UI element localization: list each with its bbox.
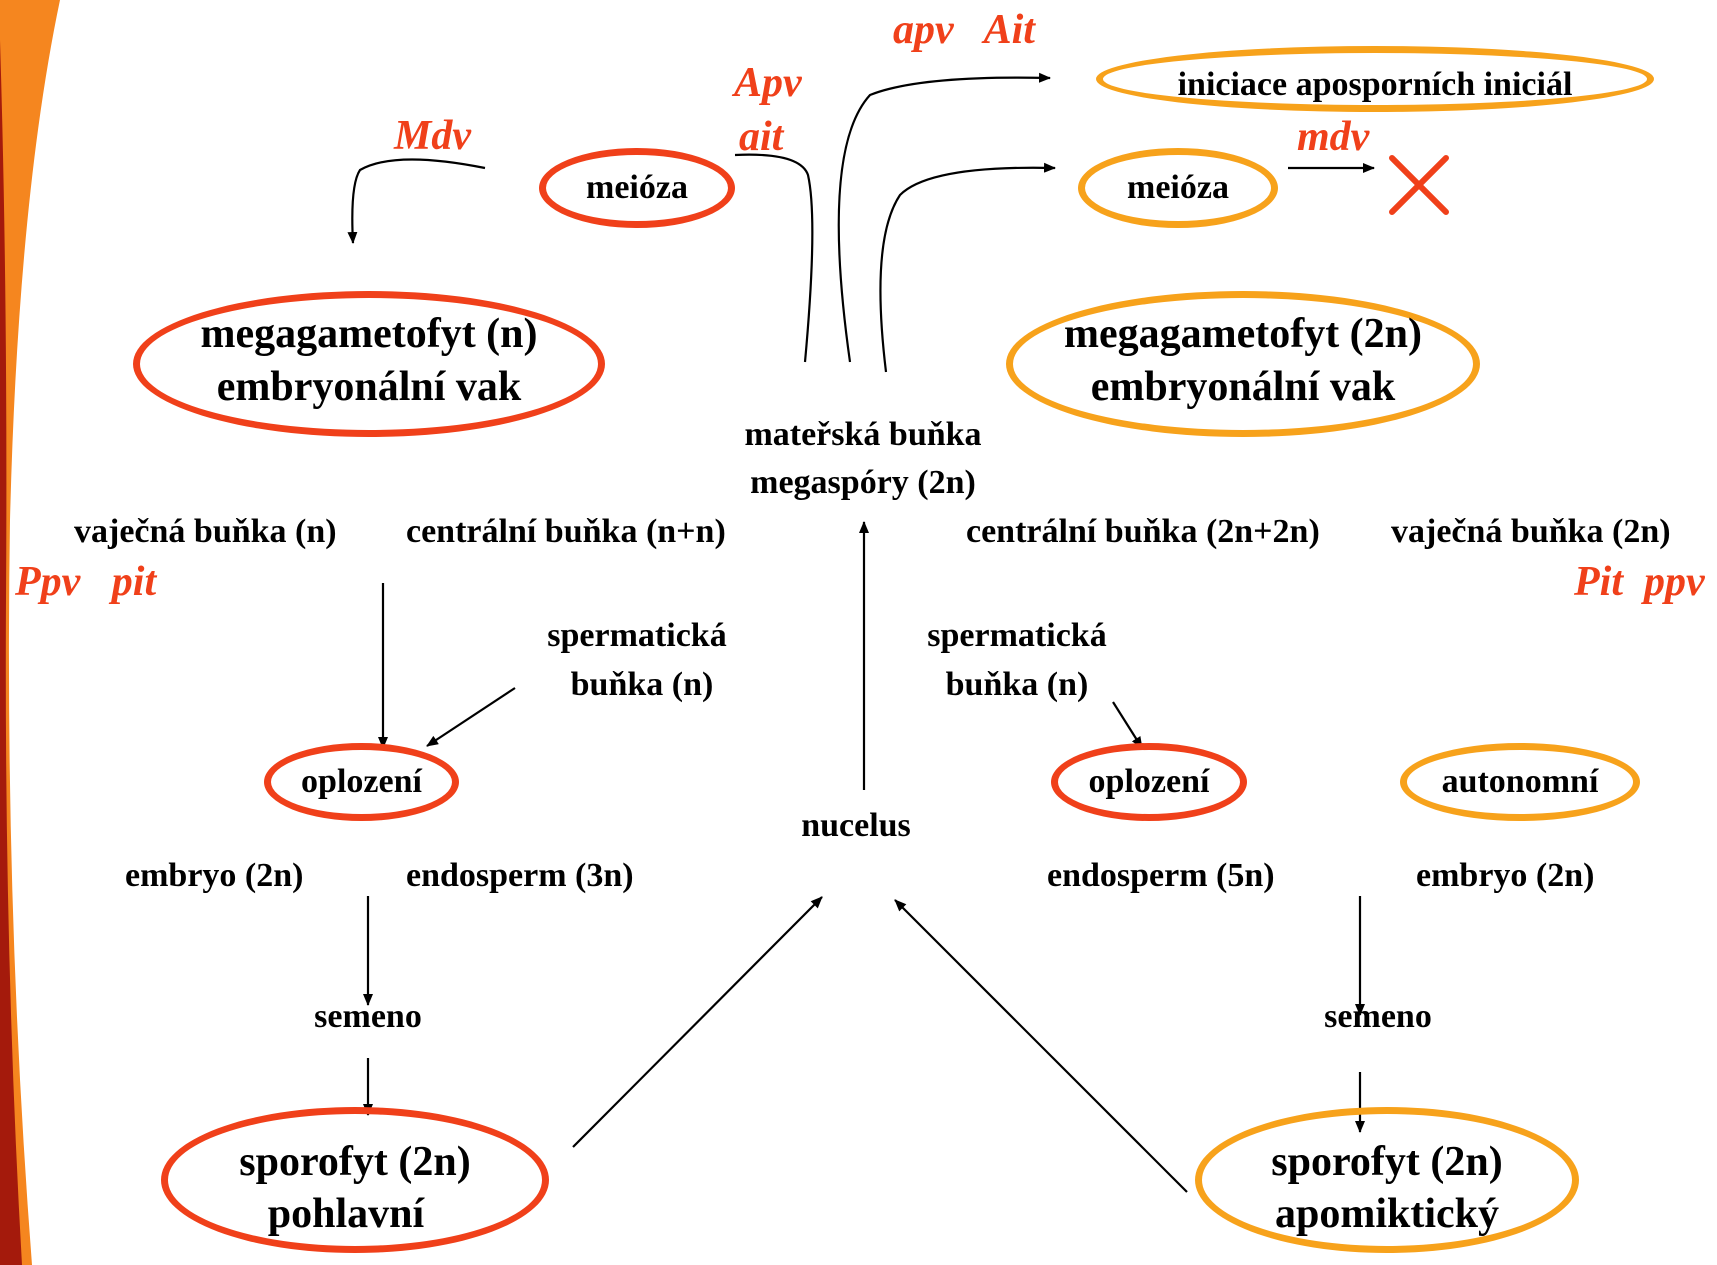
sporofyt-apomikticky-line1: sporofyt (2n)	[1271, 1139, 1503, 1185]
centralni-bunka-n-n: centrální buňka (n+n)	[406, 513, 726, 550]
meioza-oval-apomictic	[1078, 148, 1278, 228]
spermaticka-right-line1: spermatická	[927, 617, 1107, 654]
gene-label-apv: Apv	[734, 60, 802, 106]
sporofyt-pohlavni-line1: sporofyt (2n)	[239, 1139, 471, 1185]
spermaticka-left-line2: buňka (n)	[570, 666, 714, 703]
sporofyt-apomikticky-line2: apomiktický	[1274, 1191, 1500, 1237]
nucelus-label: nucelus	[801, 807, 911, 844]
arrow-sporofyt-to-nucelus-right	[894, 899, 1188, 1193]
megagametofyt-2n-line1: megagametofyt (2n)	[1063, 311, 1423, 357]
arrow-meioza-to-megagametofyt-n	[347, 158, 486, 244]
sporofyt-apomikticky-oval	[1195, 1107, 1579, 1253]
iniciace-oval	[1096, 46, 1654, 112]
spermaticka-left-line1: spermatická	[547, 617, 727, 654]
megagametofyt-n-line2: embryonální vak	[216, 364, 522, 410]
arrow-sperm-to-oplozeni-left	[426, 687, 516, 747]
megagametofyt-2n-line2: embryonální vak	[1090, 364, 1396, 410]
autonomni-label: autonomní	[1441, 763, 1599, 800]
semeno-right: semeno	[1324, 998, 1432, 1035]
oplozeni-apomictic-label: oplození	[1088, 763, 1210, 800]
arrow-sporofyt-to-nucelus-left	[572, 896, 823, 1148]
gene-label-ppv-pit: Ppv pit	[15, 559, 157, 605]
arrow-to-meioza-apomictic	[879, 162, 1056, 373]
iniciace-aposporn-label: iniciace aposporních iniciál	[1177, 66, 1573, 103]
endosperm-3n: endosperm (3n)	[406, 857, 634, 894]
gene-label-mdv: Mdv	[394, 113, 471, 159]
gene-label-ait: ait	[739, 114, 784, 160]
line-apv-ait	[734, 153, 814, 363]
slide-edge-decoration	[0, 0, 60, 1265]
materska-bunka-line1: mateřská buňka	[744, 416, 982, 453]
materska-bunka-line2: megaspóry (2n)	[750, 464, 976, 501]
megagametofyt-n-line1: megagametofyt (n)	[200, 311, 538, 357]
oplozeni-oval-sexual	[264, 743, 459, 821]
meioza-sexual-label: meióza	[586, 169, 688, 206]
autonomni-oval	[1400, 743, 1640, 821]
arrow-to-iniciace	[837, 72, 1051, 363]
spermaticka-right-line2: buňka (n)	[945, 666, 1089, 703]
arrow-sperm-to-oplozeni-right	[1112, 701, 1143, 749]
vajecna-bunka-2n: vaječná buňka (2n)	[1391, 513, 1671, 550]
megagametofyt-2n-oval	[1006, 291, 1480, 437]
endosperm-5n: endosperm (5n)	[1047, 857, 1275, 894]
oplozeni-oval-apomictic	[1051, 743, 1247, 821]
gene-label-apv-ait: apv Ait	[893, 7, 1035, 53]
sporofyt-pohlavni-oval	[161, 1107, 549, 1253]
oplozeni-sexual-label: oplození	[301, 763, 422, 800]
centralni-bunka-2n-2n: centrální buňka (2n+2n)	[966, 513, 1320, 550]
gene-label-pit-ppv: Pit ppv	[1574, 559, 1705, 605]
semeno-left: semeno	[314, 998, 422, 1035]
sporofyt-pohlavni-line2: pohlavní	[267, 1191, 425, 1237]
embryo-2n-left: embryo (2n)	[125, 857, 304, 894]
meioza-oval-sexual	[539, 148, 735, 228]
meioza-apomictic-label: meióza	[1127, 169, 1229, 206]
vajecna-bunka-n: vaječná buňka (n)	[74, 513, 337, 550]
megagametofyt-n-oval	[133, 291, 605, 437]
gene-label-mdv-right: mdv	[1297, 114, 1370, 160]
cross-icon	[1389, 155, 1449, 215]
embryo-2n-right: embryo (2n)	[1416, 857, 1595, 894]
